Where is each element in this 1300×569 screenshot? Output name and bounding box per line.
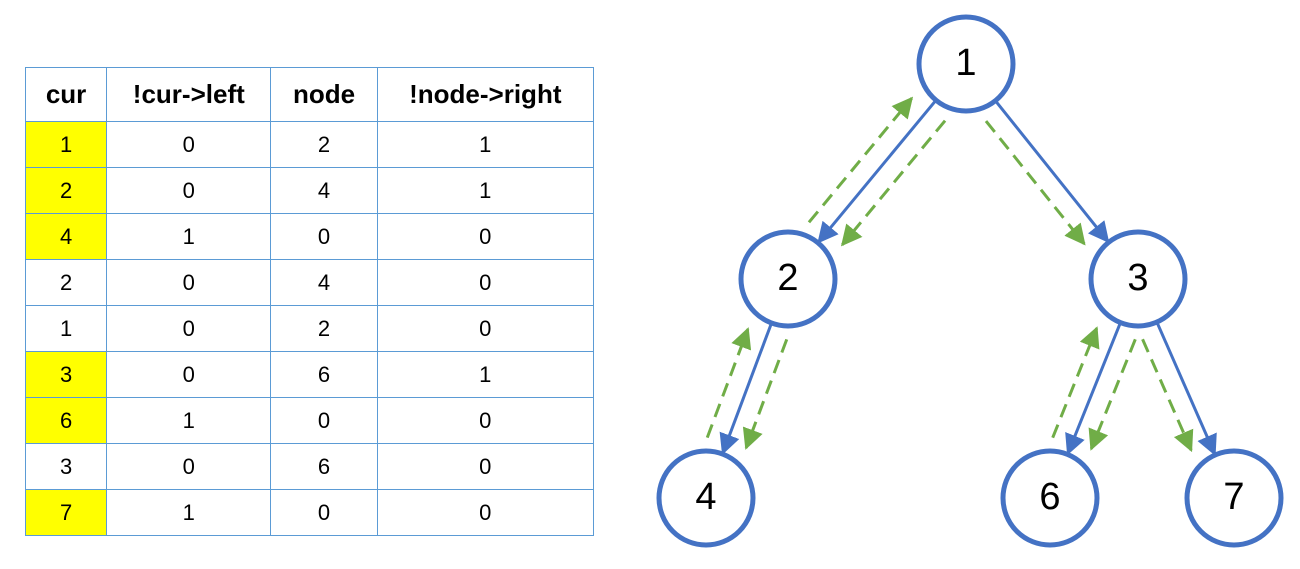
- tree-edge-2-4: [719, 322, 773, 456]
- tree-edge-3-7: [1155, 321, 1217, 456]
- tree-node-circle: [656, 448, 756, 548]
- header-cur-left: !cur->left: [106, 67, 272, 122]
- tree-node-circle: [1000, 448, 1100, 548]
- table-row: 7 1 0 0: [24, 489, 595, 536]
- tree-node-label: 1: [955, 42, 976, 84]
- traversal-arrow-6-3: [1051, 326, 1100, 439]
- cell-cur: 1: [24, 121, 108, 168]
- tree-edge-3-6: [1065, 322, 1122, 456]
- cell-cur-left: 0: [106, 443, 272, 490]
- tree-edge-1-2: [817, 99, 938, 244]
- cell-cur-left: 0: [106, 167, 272, 214]
- traversal-arrow-4-2: [705, 327, 752, 439]
- traversal-arrows: [705, 96, 1194, 453]
- cell-cur: 4: [24, 213, 108, 260]
- traversal-arrow-3-7: [1141, 338, 1194, 453]
- table-row: 3 0 6 1: [24, 351, 595, 398]
- cell-cur: 6: [24, 397, 108, 444]
- trace-table: cur !cur->left node !node->right 1 0 2 1…: [24, 67, 595, 536]
- tree-node: 3: [1088, 229, 1188, 329]
- tree-node-circle: [1088, 229, 1188, 329]
- table-row: 1 0 2 0: [24, 305, 595, 352]
- tree-nodes: 1 2 3 4 6 7: [656, 14, 1284, 548]
- tree-node-label: 3: [1127, 257, 1148, 299]
- tree-node-label: 6: [1039, 476, 1060, 518]
- traversal-arrow-2-4: [742, 338, 789, 450]
- cell-cur-left: 0: [106, 305, 272, 352]
- cell-cur: 1: [24, 305, 108, 352]
- cell-node-right: 0: [376, 443, 595, 490]
- tree-edge-1-3: [994, 99, 1110, 244]
- tree-node-label: 2: [777, 257, 798, 299]
- cell-node-right: 0: [376, 397, 595, 444]
- cell-node-right: 1: [376, 167, 595, 214]
- tree-node: 1: [916, 14, 1016, 114]
- traversal-arrow-1-2: [840, 119, 947, 247]
- traversal-arrow-2-1: [807, 96, 914, 224]
- cell-node: 0: [270, 213, 378, 260]
- header-cur: cur: [24, 67, 108, 122]
- cell-cur: 2: [24, 259, 108, 306]
- cell-node-right: 0: [376, 489, 595, 536]
- table-row: 6 1 0 0: [24, 397, 595, 444]
- tree-node-label: 4: [695, 476, 716, 518]
- cell-node: 0: [270, 397, 378, 444]
- cell-node: 0: [270, 489, 378, 536]
- traversal-arrow-1-3: [984, 120, 1086, 246]
- cell-node-right: 0: [376, 213, 595, 260]
- cell-cur-left: 1: [106, 213, 272, 260]
- tree-node-circle: [1184, 448, 1284, 548]
- tree-node-label: 7: [1223, 476, 1244, 518]
- table-body: 1 0 2 1 2 0 4 1 4 1 0 0 2 0 4 0 1 0 2 0: [24, 121, 595, 536]
- tree-node-circle: [916, 14, 1016, 114]
- cell-node-right: 1: [376, 121, 595, 168]
- cell-cur: 7: [24, 489, 108, 536]
- table-row: 1 0 2 1: [24, 121, 595, 168]
- tree-node: 7: [1184, 448, 1284, 548]
- cell-cur-left: 1: [106, 489, 272, 536]
- cell-node: 6: [270, 443, 378, 490]
- cell-cur: 3: [24, 351, 108, 398]
- header-node: node: [270, 67, 378, 122]
- table-row: 4 1 0 0: [24, 213, 595, 260]
- traversal-arrow-3-6: [1088, 338, 1137, 451]
- tree-node-circle: [738, 229, 838, 329]
- tree-node: 2: [738, 229, 838, 329]
- tree-node: 4: [656, 448, 756, 548]
- tree-edges: [719, 99, 1217, 456]
- tree-node: 6: [1000, 448, 1100, 548]
